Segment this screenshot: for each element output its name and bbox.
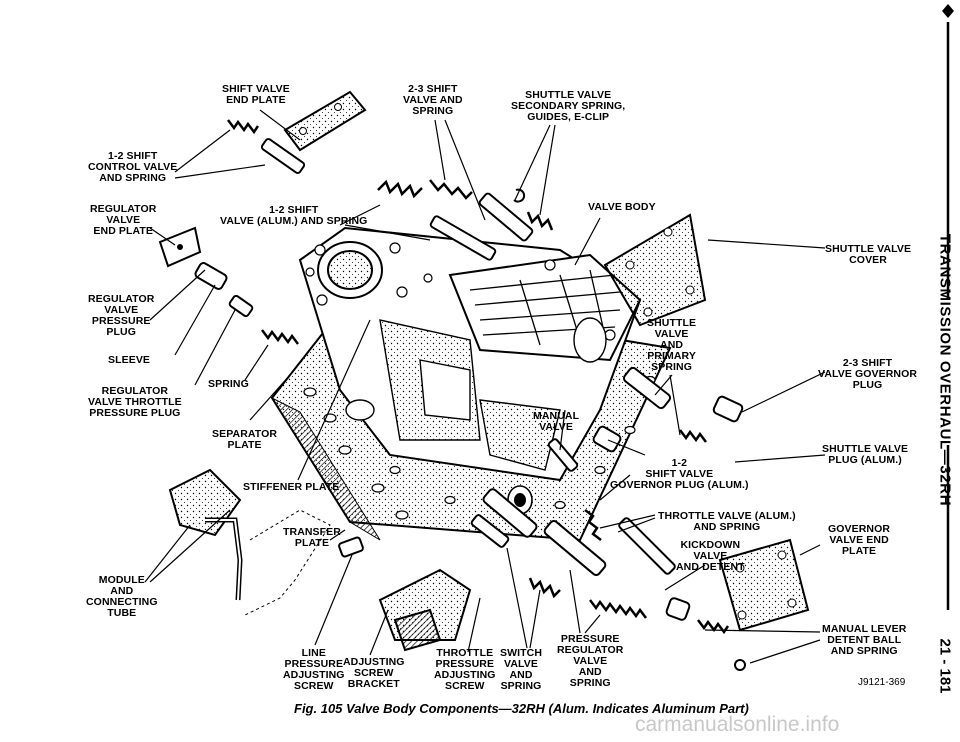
label-shuttle-valve-primary-spring: SHUTTLE VALVE AND PRIMARY SPRING [647, 317, 697, 373]
label-shuttle-valve-secondary-spring: SHUTTLE VALVE SECONDARY SPRING, GUIDES, … [511, 89, 626, 123]
label-stiffener-plate: STIFFENER PLATE [243, 481, 340, 493]
page-rule [942, 4, 954, 610]
label-manual-valve: MANUAL VALVE [533, 410, 580, 433]
label-manual-lever-detent: MANUAL LEVER DETENT BALL AND SPRING [822, 623, 907, 657]
label-shuttle-valve-plug-alum: SHUTTLE VALVE PLUG (ALUM.) [822, 443, 909, 466]
module-and-tube [168, 468, 243, 601]
shift-valve-end-plate [283, 90, 367, 152]
figure-code: J9121-369 [858, 677, 906, 688]
springs [227, 119, 730, 635]
watermark: carmanualsonline.info [635, 713, 840, 736]
label-valve-body: VALVE BODY [588, 201, 656, 213]
label-kickdown-valve: KICKDOWN VALVE AND DETENT [676, 539, 745, 573]
leader-lines [144, 109, 826, 664]
label-1-2-shift-governor-plug: 1-2 SHIFT VALVE GOVERNOR PLUG (ALUM.) [610, 457, 749, 491]
label-switch-valve: SWITCH VALVE AND SPRING [500, 647, 543, 692]
label-regulator-throttle-plug: REGULATOR VALVE THROTTLE PRESSURE PLUG [88, 385, 182, 419]
label-1-2-shift-valve-alum: 1-2 SHIFT VALVE (ALUM.) AND SPRING [220, 204, 368, 227]
label-separator-plate: SEPARATOR PLATE [212, 428, 278, 451]
section-title: TRANSMISSION OVERHAUL—32RH [936, 233, 954, 507]
label-throttle-valve-alum: THROTTLE VALVE (ALUM.) AND SPRING [658, 510, 796, 533]
regulator-end-plate [158, 226, 202, 268]
label-spring: SPRING [208, 378, 249, 390]
adjusting-screw-bracket [378, 568, 472, 652]
label-shuttle-valve-cover: SHUTTLE VALVE COVER [825, 243, 912, 266]
valves-and-plugs [194, 138, 746, 671]
label-shift-valve-end-plate: SHIFT VALVE END PLATE [222, 83, 290, 106]
label-pressure-regulator: PRESSURE REGULATOR VALVE AND SPRING [557, 633, 624, 689]
label-transfer-plate: TRANSFER PLATE [283, 526, 341, 549]
label-2-3-shift-governor-plug: 2-3 SHIFT VALVE GOVERNOR PLUG [818, 357, 918, 391]
governor-valve-end-plate [718, 538, 810, 632]
label-line-pressure-screw: LINE PRESSURE ADJUSTING SCREW [283, 647, 345, 692]
label-regulator-valve-end-plate: REGULATOR VALVE END PLATE [90, 203, 157, 237]
label-governor-valve-end-plate: GOVERNOR VALVE END PLATE [828, 523, 891, 557]
label-sleeve: SLEEVE [108, 354, 151, 366]
shuttle-valve-cover [603, 213, 707, 327]
label-1-2-shift-control-valve: 1-2 SHIFT CONTROL VALVE AND SPRING [88, 150, 178, 184]
page-number: 21 - 181 [936, 638, 954, 694]
label-adjusting-screw-bracket: ADJUSTING SCREW BRACKET [343, 656, 405, 690]
label-throttle-pressure-screw: THROTTLE PRESSURE ADJUSTING SCREW [434, 647, 496, 692]
transfer-plate-outline [244, 509, 331, 616]
label-module-and-tube: MODULE AND CONNECTING TUBE [86, 574, 158, 619]
figure-caption: Fig. 105 Valve Body Components—32RH (Alu… [294, 701, 749, 716]
label-2-3-shift-valve-and-spring: 2-3 SHIFT VALVE AND SPRING [403, 83, 463, 117]
label-regulator-pressure-plug: REGULATOR VALVE PRESSURE PLUG [88, 293, 155, 338]
valve-body [298, 226, 642, 515]
